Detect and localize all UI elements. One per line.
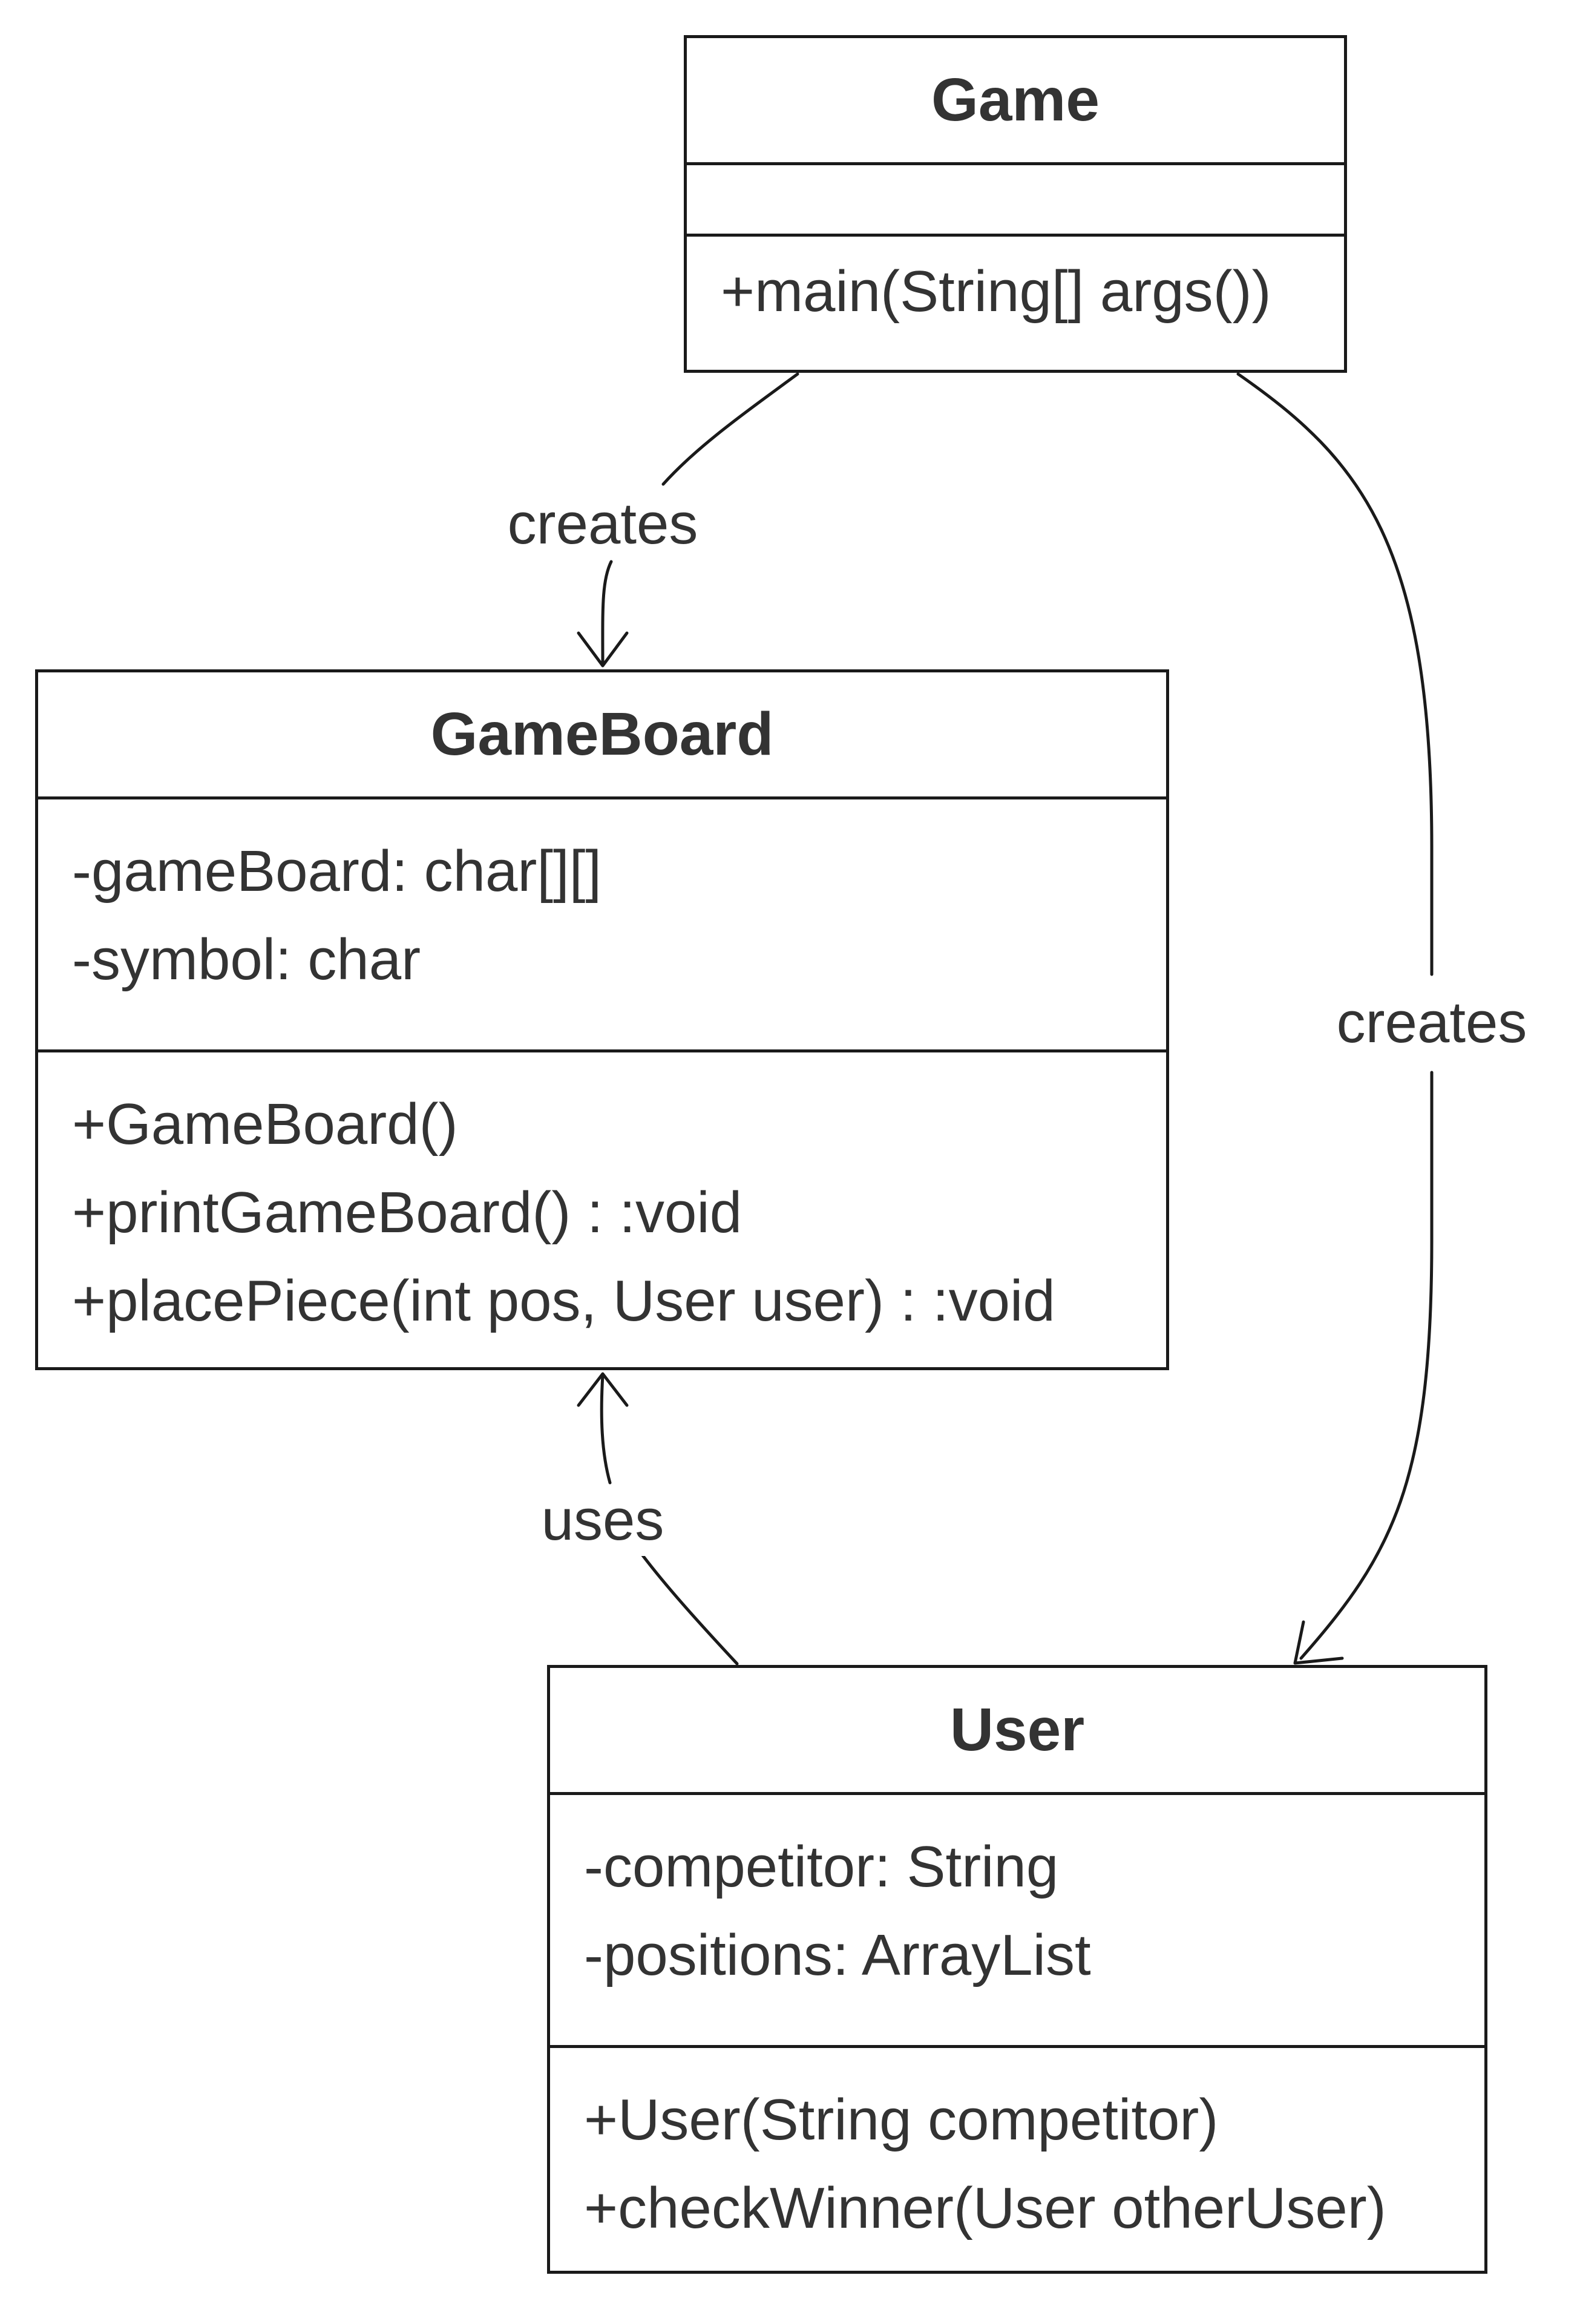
class-box-game: Game +main(String[] args())	[684, 35, 1347, 373]
arrowhead-gameboard-top	[577, 631, 629, 668]
arrowhead-user-top	[1293, 1620, 1344, 1665]
class-name: GameBoard	[38, 672, 1166, 799]
arrowhead-gameboard-bottom	[577, 1372, 629, 1407]
operation: +checkWinner(User otherUser)	[584, 2176, 1386, 2240]
attributes-section: -gameBoard: char[][] -symbol: char	[38, 799, 1166, 1052]
operations-section: +main(String[] args())	[687, 237, 1344, 336]
attribute: -competitor: String	[584, 1834, 1059, 1899]
edge-label-creates: creates	[1333, 987, 1531, 1059]
edge-label-uses: uses	[537, 1485, 668, 1556]
operations-section: +User(String competitor) +checkWinner(Us…	[550, 2048, 1484, 2253]
attribute: -gameBoard: char[][]	[72, 839, 602, 904]
class-box-user: User -competitor: String -positions: Arr…	[547, 1665, 1487, 2274]
edge-label-creates: creates	[503, 488, 702, 560]
operations-section: +GameBoard() +printGameBoard() : :void +…	[38, 1052, 1166, 1345]
operation: +printGameBoard() : :void	[72, 1180, 742, 1245]
operation: +GameBoard()	[72, 1092, 458, 1157]
operation: +User(String competitor)	[584, 2087, 1219, 2152]
class-name: User	[550, 1668, 1484, 1795]
edge-game-creates-user	[1236, 372, 1434, 1660]
edge-game-creates-gameboard	[601, 372, 799, 665]
operation: +placePiece(int pos, User user) : :void	[72, 1269, 1055, 1333]
class-name: Game	[687, 38, 1344, 165]
operation: +main(String[] args())	[721, 259, 1271, 324]
attributes-section	[687, 165, 1344, 237]
edge-user-uses-gameboard	[600, 1373, 739, 1666]
class-box-gameboard: GameBoard -gameBoard: char[][] -symbol: …	[35, 669, 1169, 1370]
attribute: -positions: ArrayList	[584, 1923, 1091, 1988]
attributes-section: -competitor: String -positions: ArrayLis…	[550, 1795, 1484, 2048]
attribute: -symbol: char	[72, 927, 421, 992]
